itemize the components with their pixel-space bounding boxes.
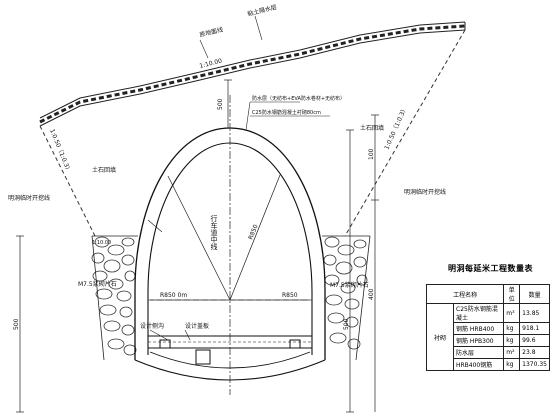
table-header-row: 工程名称 单位 数量 [425,284,550,304]
row-qty: 23.8 [519,346,550,359]
fill-boundaries [91,235,371,361]
row-name: 钢筋 HPB300 [452,334,505,347]
label-mortar-right: M7.5浆砌片石 [330,281,369,289]
row-name: C25防水钢筋混凝土 [452,303,505,323]
leaders [147,15,330,341]
centerline [150,95,310,395]
row-qty: 13.85 [519,303,550,323]
header-item: 工程名称 [425,284,505,304]
label-soil-cover-left: 土石回填 [92,166,116,174]
label-original-ground: 原地面线 [199,25,224,39]
table-row: HRB400钢筋 kg 1370.35 [427,358,550,371]
header-unit: 单位 [503,284,521,304]
label-slope-small: 1:10.00 [92,240,111,246]
label-dim-left: 500 [13,318,20,330]
row-unit: kg [503,334,521,347]
label-drain-left: 设计侧沟 [140,322,164,330]
row-qty: 918.1 [519,322,550,335]
rubble-fill-right [323,236,368,350]
label-half-width-right: R850 [282,292,298,299]
row-qty: 99.6 [519,334,550,347]
table-row: 衬砌 C25防水钢筋混凝土 m³ 13.85 [426,303,550,371]
excavation-lines [39,29,466,237]
row-name: 钢筋 HRB400 [452,322,505,335]
table-row: 钢筋 HRB400 kg 918.1 [427,322,550,335]
row-name: 防水层 [452,346,505,359]
row-unit: m³ [503,303,521,323]
label-slope-right: 1:0.50（1:0.3） [383,105,408,150]
label-slope-top: 1:10.00 [199,58,223,70]
row-qty: 1370.35 [519,358,550,371]
label-dim-right: 500 [343,318,350,330]
ground-slope [39,21,466,127]
label-excavation-right: 明洞临时开挖线 [404,188,446,196]
label-backfill-top: 粘土隔水层 [247,3,278,18]
label-soil-cover-right: 土石回填 [360,124,384,132]
row-unit: kg [503,322,521,335]
quantity-table: 工程名称 单位 数量 衬砌 C25防水钢筋混凝土 m³ 13.85 钢筋 HRB… [425,284,550,371]
dimension-lines [16,79,379,413]
group-cell: 衬砌 [426,303,454,371]
label-vertical-axis: 行车道中线 [210,214,218,250]
label-drain-right: 设计盖板 [185,322,209,330]
row-name: HRB400钢筋 [452,358,505,371]
label-dim-right-1: 100 [368,148,375,160]
header-qty: 数量 [519,284,550,304]
rubble-fill-left [91,236,137,356]
quantity-table-title: 明洞每延米工程数量表 [448,264,533,273]
label-concrete-note: C25防水钢筋混凝土衬砌80cm [252,109,321,116]
row-unit: kg [503,358,521,371]
row-unit: m² [503,346,521,359]
label-half-width-left: R850 0m [160,292,187,299]
label-radius: R850 [247,223,259,240]
label-mortar-left: M7.5浆砌片石 [78,280,117,288]
label-dim-top: 500 [217,98,224,110]
label-dim-right-2: 400 [368,288,375,300]
label-excavation-left: 明洞临时开挖线 [8,194,50,202]
label-waterproof-note: 防水层（无纺布+EVA防水卷材+无纺布） [252,95,345,102]
